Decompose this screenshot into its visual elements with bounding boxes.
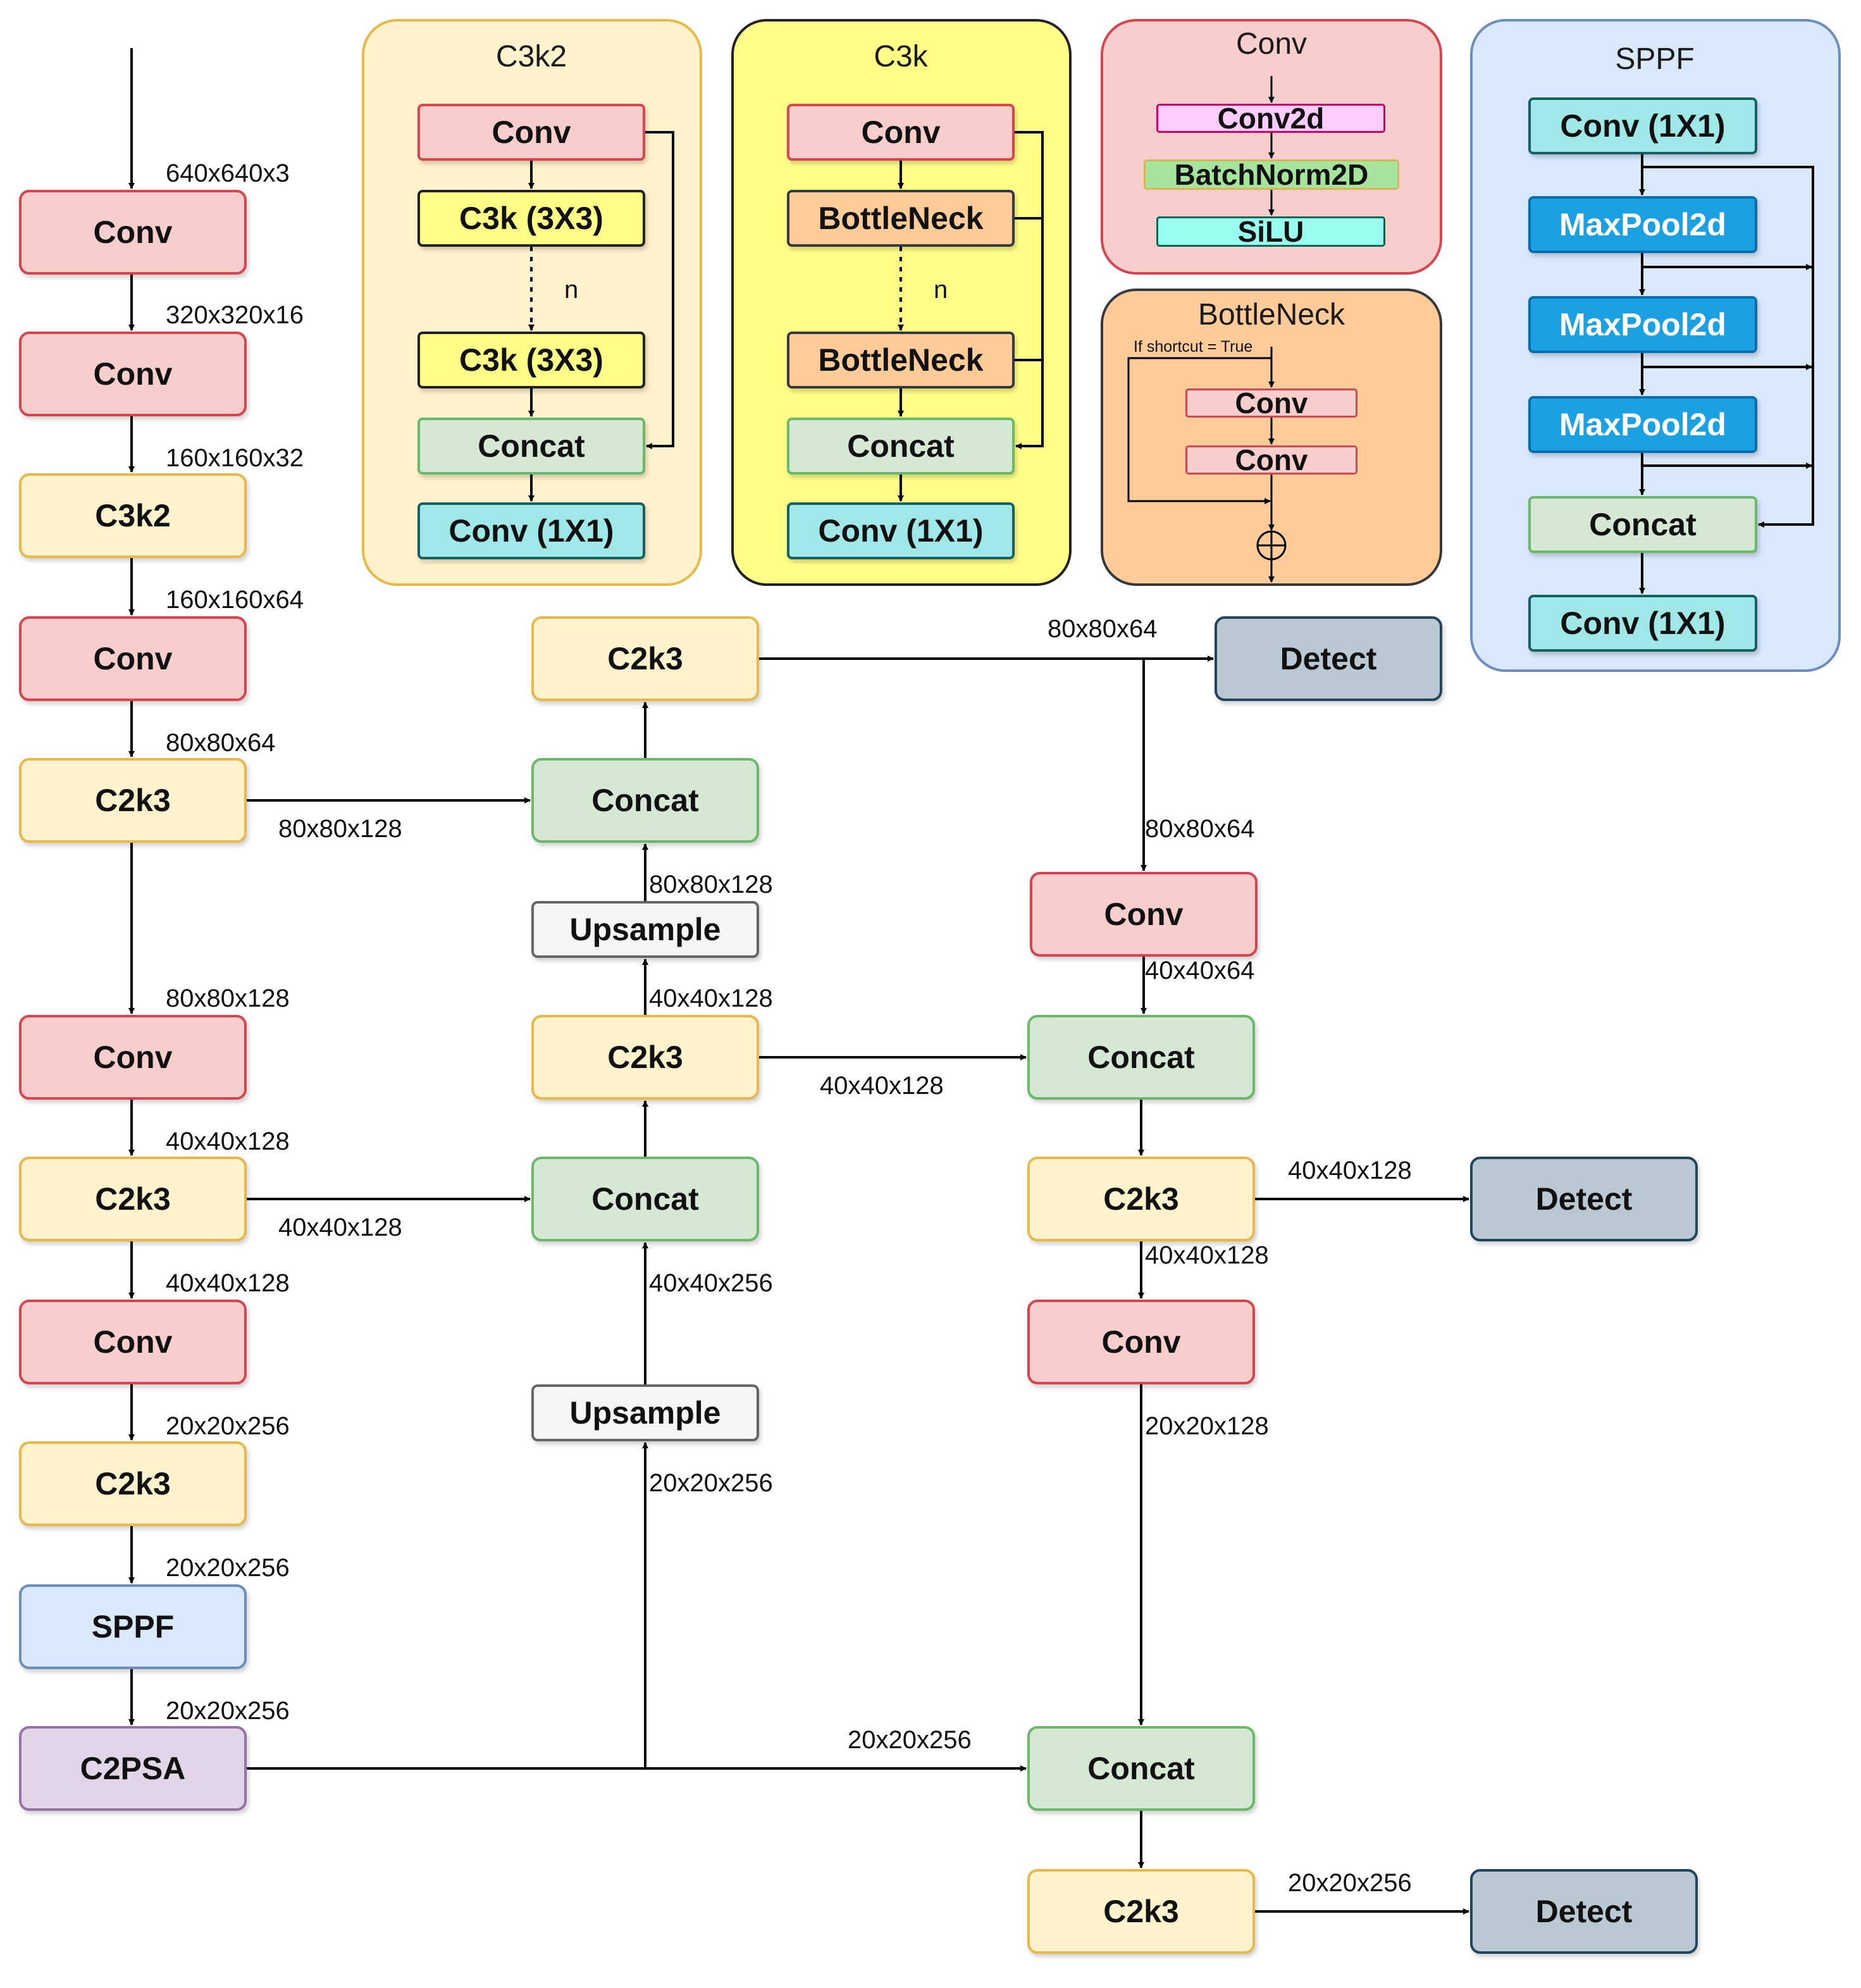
- backbone-sppf: SPPF: [19, 1584, 247, 1669]
- sppf-maxpool-block-1: MaxPool2d: [1528, 196, 1757, 253]
- shape-label-skip-p4: 40x40x128: [278, 1214, 402, 1241]
- shape-label-lateral-p4: 40x40x128: [820, 1072, 944, 1100]
- c3k2-panel-title: C3k2: [495, 40, 567, 73]
- silu-block: SiLU: [1156, 216, 1385, 247]
- c3k2-c3k-block-2: C3k (3X3): [417, 332, 645, 388]
- shape-label-detect-3: 20x20x256: [1288, 1869, 1412, 1897]
- shape-label-head-conv-a-out: 40x40x64: [1145, 957, 1255, 985]
- shape-label-skip-p3: 80x80x128: [278, 815, 402, 843]
- shape-label-detect-2: 40x40x128: [1288, 1157, 1412, 1184]
- neck-concat-top: Concat: [531, 758, 759, 843]
- shape-label-concat-mid-in: 40x40x256: [649, 1269, 773, 1297]
- neck-upsample-low: Upsample: [531, 1384, 759, 1441]
- backbone-conv-5: Conv: [19, 1300, 247, 1384]
- detect-head-2: Detect: [1470, 1157, 1698, 1241]
- sppf-conv-in-block: Conv (1X1): [1528, 97, 1757, 154]
- shape-label-conv4-out: 40x40x128: [166, 1128, 290, 1155]
- sppf-maxpool-block-3: MaxPool2d: [1528, 396, 1757, 453]
- c3k2-concat-block: Concat: [417, 418, 645, 475]
- bottleneck-conv-block-2: Conv: [1185, 445, 1357, 475]
- head-concat-a: Concat: [1027, 1015, 1255, 1100]
- shape-label-conv5-out: 20x20x256: [166, 1412, 290, 1440]
- c3k2-conv1x1-block: Conv (1X1): [417, 502, 645, 559]
- head-conv-b: Conv: [1027, 1300, 1255, 1384]
- detect-head-1: Detect: [1215, 616, 1442, 701]
- shape-label-c3k2-out: 160x160x64: [166, 586, 304, 614]
- backbone-c2k3-2: C2k3: [19, 1157, 247, 1241]
- c3k-concat-block: Concat: [787, 418, 1015, 475]
- shape-label-upsample-in: 20x20x256: [649, 1469, 773, 1497]
- backbone-conv-3: Conv: [19, 616, 247, 701]
- shape-label-c2psa-lateral: 20x20x256: [848, 1726, 972, 1754]
- c3k-bottleneck-block-2: BottleNeck: [787, 332, 1015, 388]
- c3k2-c3k-block-1: C3k (3X3): [417, 190, 645, 247]
- shape-label-c2k3-3-out: 20x20x256: [166, 1554, 290, 1582]
- c3k-bottleneck-block-1: BottleNeck: [787, 190, 1015, 247]
- detect-head-3: Detect: [1470, 1869, 1698, 1954]
- c3k-skip: [1015, 131, 1044, 449]
- c3k-conv-block: Conv: [787, 104, 1015, 161]
- batchnorm-block: BatchNorm2D: [1144, 159, 1399, 190]
- backbone-c2k3-1: C2k3: [19, 758, 247, 843]
- shape-label-head-down-2: 40x40x128: [1145, 1241, 1269, 1269]
- shape-label-head-conv-b-out: 20x20x128: [1145, 1412, 1269, 1440]
- sppf-maxpool-block-2: MaxPool2d: [1528, 296, 1757, 353]
- neck-concat-mid: Concat: [531, 1157, 759, 1241]
- bottleneck-conv-block-1: Conv: [1185, 388, 1357, 418]
- shape-label-sppf-out: 20x20x256: [166, 1697, 290, 1725]
- sppf-concat-block: Concat: [1528, 496, 1757, 553]
- backbone-conv-2: Conv: [19, 332, 247, 416]
- shape-label-conv2-out: 160x160x32: [166, 444, 304, 472]
- shortcut-condition-label: If shortcut = True: [1134, 338, 1253, 356]
- c3k-repeat-label: n: [934, 276, 948, 304]
- shape-label-concat-top-in: 80x80x128: [649, 871, 773, 898]
- c3k2-conv-block: Conv: [417, 104, 645, 161]
- conv-panel-title: Conv: [1235, 27, 1308, 61]
- backbone-conv-4: Conv: [19, 1015, 247, 1100]
- shape-label-conv3-out: 80x80x64: [166, 729, 276, 757]
- shape-label-c2k3-2-down: 40x40x128: [166, 1269, 290, 1297]
- head-c2k3-a: C2k3: [1027, 1157, 1255, 1241]
- head-conv-a: Conv: [1030, 872, 1258, 957]
- sppf-panel-title: SPPF: [1615, 42, 1695, 76]
- backbone-c3k2: C3k2: [19, 473, 247, 558]
- neck-c2k3-mid: C2k3: [531, 1015, 759, 1100]
- conv2d-block: Conv2d: [1156, 104, 1385, 133]
- bottleneck-shortcut: [1127, 357, 1271, 504]
- head-c2k3-b: C2k3: [1027, 1869, 1255, 1954]
- sppf-conv-out-block: Conv (1X1): [1528, 595, 1757, 652]
- shape-label-c2k3-1-down: 80x80x128: [166, 985, 290, 1012]
- shape-label-input: 640x640x3: [166, 159, 290, 187]
- backbone-c2k3-3: C2k3: [19, 1441, 247, 1526]
- neck-c2k3-top: C2k3: [531, 616, 759, 701]
- c3k2-repeat-label: n: [564, 276, 579, 304]
- shape-label-head-down-1: 80x80x64: [1145, 815, 1255, 843]
- backbone-conv-1: Conv: [19, 190, 247, 275]
- bottleneck-panel-title: BottleNeck: [1197, 298, 1345, 332]
- arrow-c2psa-to-upsample: [247, 1442, 648, 1770]
- shape-label-conv1-out: 320x320x16: [166, 301, 304, 329]
- head-concat-b: Concat: [1027, 1726, 1255, 1811]
- c3k-conv1x1-block: Conv (1X1): [787, 502, 1015, 559]
- backbone-c2psa: C2PSA: [19, 1726, 247, 1811]
- c3k-panel-title: C3k: [874, 40, 928, 73]
- shape-label-detect-1: 80x80x64: [1048, 615, 1158, 643]
- c3k2-skip: [645, 131, 674, 449]
- neck-upsample-top: Upsample: [531, 901, 759, 958]
- sppf-skip-main: [1642, 166, 1814, 528]
- shape-label-upsample-top-in: 40x40x128: [649, 985, 773, 1012]
